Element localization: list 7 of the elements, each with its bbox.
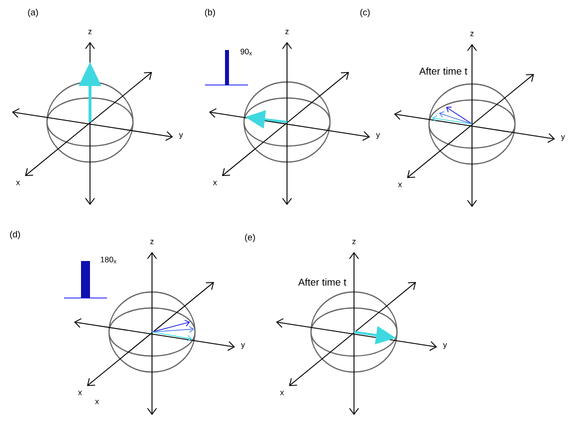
panel-label: (e) [245, 234, 255, 242]
panel-label: (c) [360, 8, 370, 18]
time-label: After time t [298, 278, 346, 286]
time-label: After time t [419, 67, 468, 75]
panel-label: (b) [205, 8, 215, 18]
panel-label: (a) [28, 8, 38, 18]
panel-label: (d) [10, 230, 20, 240]
